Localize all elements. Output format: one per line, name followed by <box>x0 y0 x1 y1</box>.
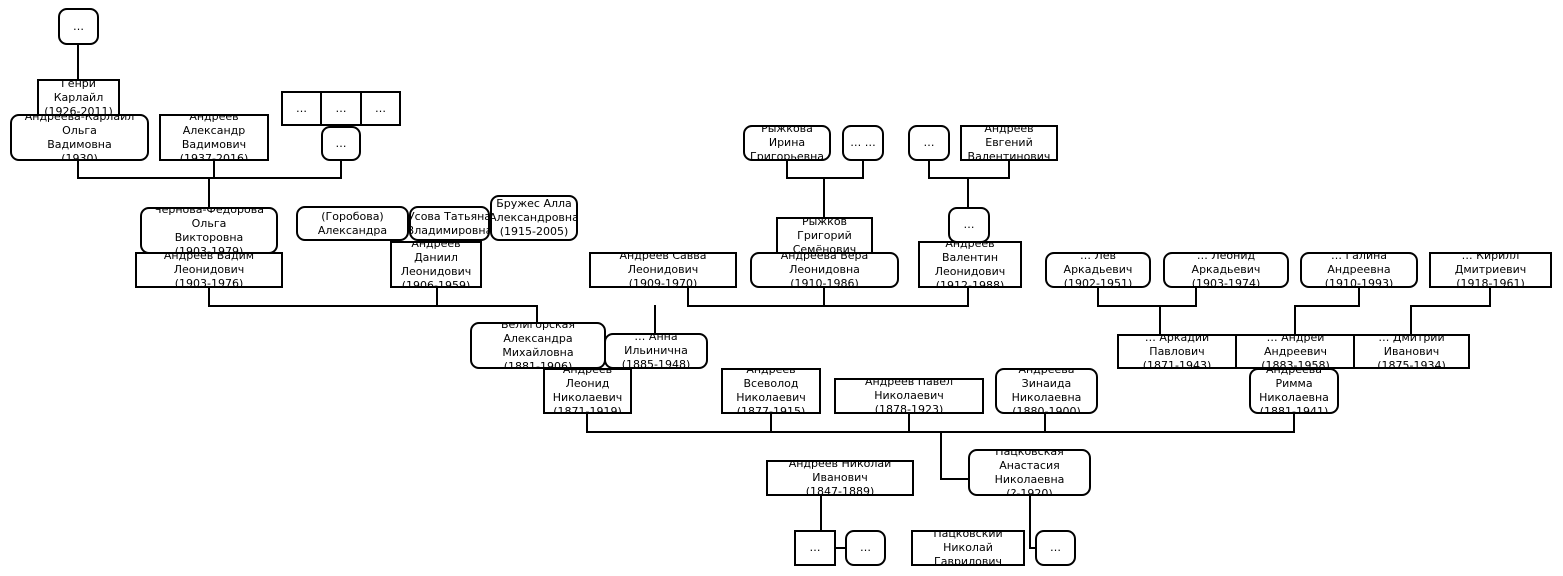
person-box-unknown[interactable]: … <box>320 91 362 126</box>
person-box-nikolai-andreev[interactable]: Андреев Николай Иванович (1847-1889) <box>766 460 914 496</box>
person-box-usova-tatyana[interactable]: Усова Татьяна Владимировна <box>409 206 490 241</box>
person-box-evgeny-andreev[interactable]: Андреев Евгений Валентинович <box>960 125 1058 161</box>
person-box-anastasia-patskovskaya[interactable]: Пацковская Анастасия Николаевна (?-1920) <box>968 449 1091 496</box>
person-box-vsevolod-andreev[interactable]: Андреев Всеволод Николаевич (1877-1915) <box>721 368 821 414</box>
connector-line <box>928 160 1010 208</box>
person-box-olga-carlyle[interactable]: Андреева-Карлайл Ольга Вадимовна (1930) <box>10 114 149 161</box>
connector-line <box>1029 494 1037 549</box>
connector-line <box>1097 287 1197 335</box>
person-box-galina-andreevna[interactable]: … Галина Андреевна (1910-1993) <box>1300 252 1418 288</box>
person-box-alexander-andreev[interactable]: Андреев Александр Вадимович (1937-2016) <box>159 114 269 161</box>
person-box-lev-arkadyevich[interactable]: … Лев Аркадьевич (1902-1951) <box>1045 252 1151 288</box>
person-box-daniil-andreev[interactable]: Андреев Даниил Леонидович (1906-1959) <box>390 241 482 288</box>
person-box-ryzhkova-irina[interactable]: Рыжкова Ирина Григорьевна <box>743 125 831 161</box>
person-box-savva-andreev[interactable]: Андреев Савва Леонидович (1909-1970) <box>589 252 737 288</box>
person-box-unknown[interactable]: … <box>845 530 886 566</box>
person-box-kirill-dmitrievich[interactable]: … Кирилл Дмитриевич (1918-1961) <box>1429 252 1552 288</box>
person-box-gubler-alexandra[interactable]: Гублер (Горобова) Александра Львовна <box>296 206 409 241</box>
person-box-arkady-pavlovich[interactable]: … Аркадий Павлович (1871-1943) <box>1117 334 1237 369</box>
person-box-unknown[interactable]: … <box>58 8 99 45</box>
connector-line <box>1294 287 1360 335</box>
connector-line <box>208 287 538 323</box>
connector-line <box>654 287 969 334</box>
person-box-vera-andreeva[interactable]: Андреева Вера Леонидовна (1910-1986) <box>750 252 899 288</box>
person-box-unknown[interactable]: … … <box>842 125 884 161</box>
person-box-bruzhes-alla[interactable]: Бружес Алла Александровна (1915-2005) <box>490 195 578 241</box>
person-box-unknown[interactable]: … <box>360 91 401 126</box>
person-box-anna-ilyinichna[interactable]: … Анна Ильинична (1885-1948) <box>604 333 708 369</box>
person-box-dmitry-ivanovich[interactable]: … Дмитрий Иванович (1875-1934) <box>1353 334 1470 369</box>
person-box-unknown[interactable]: … <box>321 126 361 161</box>
connector-line <box>1410 287 1491 335</box>
person-box-unknown[interactable]: … <box>794 530 836 566</box>
person-box-unknown[interactable]: … <box>281 91 322 126</box>
person-box-zinaida-andreeva[interactable]: Андреева Зинаида Николаевна (1880-1900) <box>995 368 1098 414</box>
person-box-rimma-andreeva[interactable]: Андреева Римма Николаевна (1881-1941) <box>1249 368 1339 414</box>
person-box-chernova-olga[interactable]: Чернова-Фёдорова Ольга Викторовна (1903-… <box>140 207 278 254</box>
person-box-patskovsky-nikolai[interactable]: Пацковский Николай Гаврилович <box>911 530 1025 566</box>
person-box-pavel-andreev[interactable]: Андреев Павел Николаевич (1878-1923) <box>834 378 984 414</box>
person-box-vadim-andreev[interactable]: Андреев Вадим Леонидович (1903-1976) <box>135 252 283 288</box>
person-box-henry-carlyle[interactable]: Генри Карлайл (1926-2011) <box>37 79 120 116</box>
person-box-unknown[interactable]: … <box>908 125 950 161</box>
person-box-unknown[interactable]: … <box>948 207 990 243</box>
person-box-leonid-andreev[interactable]: Андреев Леонид Николаевич (1871-1919) <box>543 368 632 414</box>
person-box-leonid-arkadyevich[interactable]: … Леонид Аркадьевич (1903-1974) <box>1163 252 1289 288</box>
person-box-andrey-andreevich[interactable]: … Андрей Андреевич (1883-1958) <box>1235 334 1356 369</box>
connector-line <box>586 413 1295 480</box>
person-box-veligorskaya-alexandra[interactable]: Велигорская Александра Михайловна (1881-… <box>470 322 606 369</box>
person-box-valentin-andreev[interactable]: Андреев Валентин Леонидович (1912-1988) <box>918 241 1022 288</box>
connector-line <box>77 160 342 208</box>
person-box-ryzhkov-grigory[interactable]: Рыжков Григорий Семёнович <box>776 217 873 254</box>
person-box-unknown[interactable]: … <box>1035 530 1076 566</box>
connector-line <box>786 160 864 218</box>
